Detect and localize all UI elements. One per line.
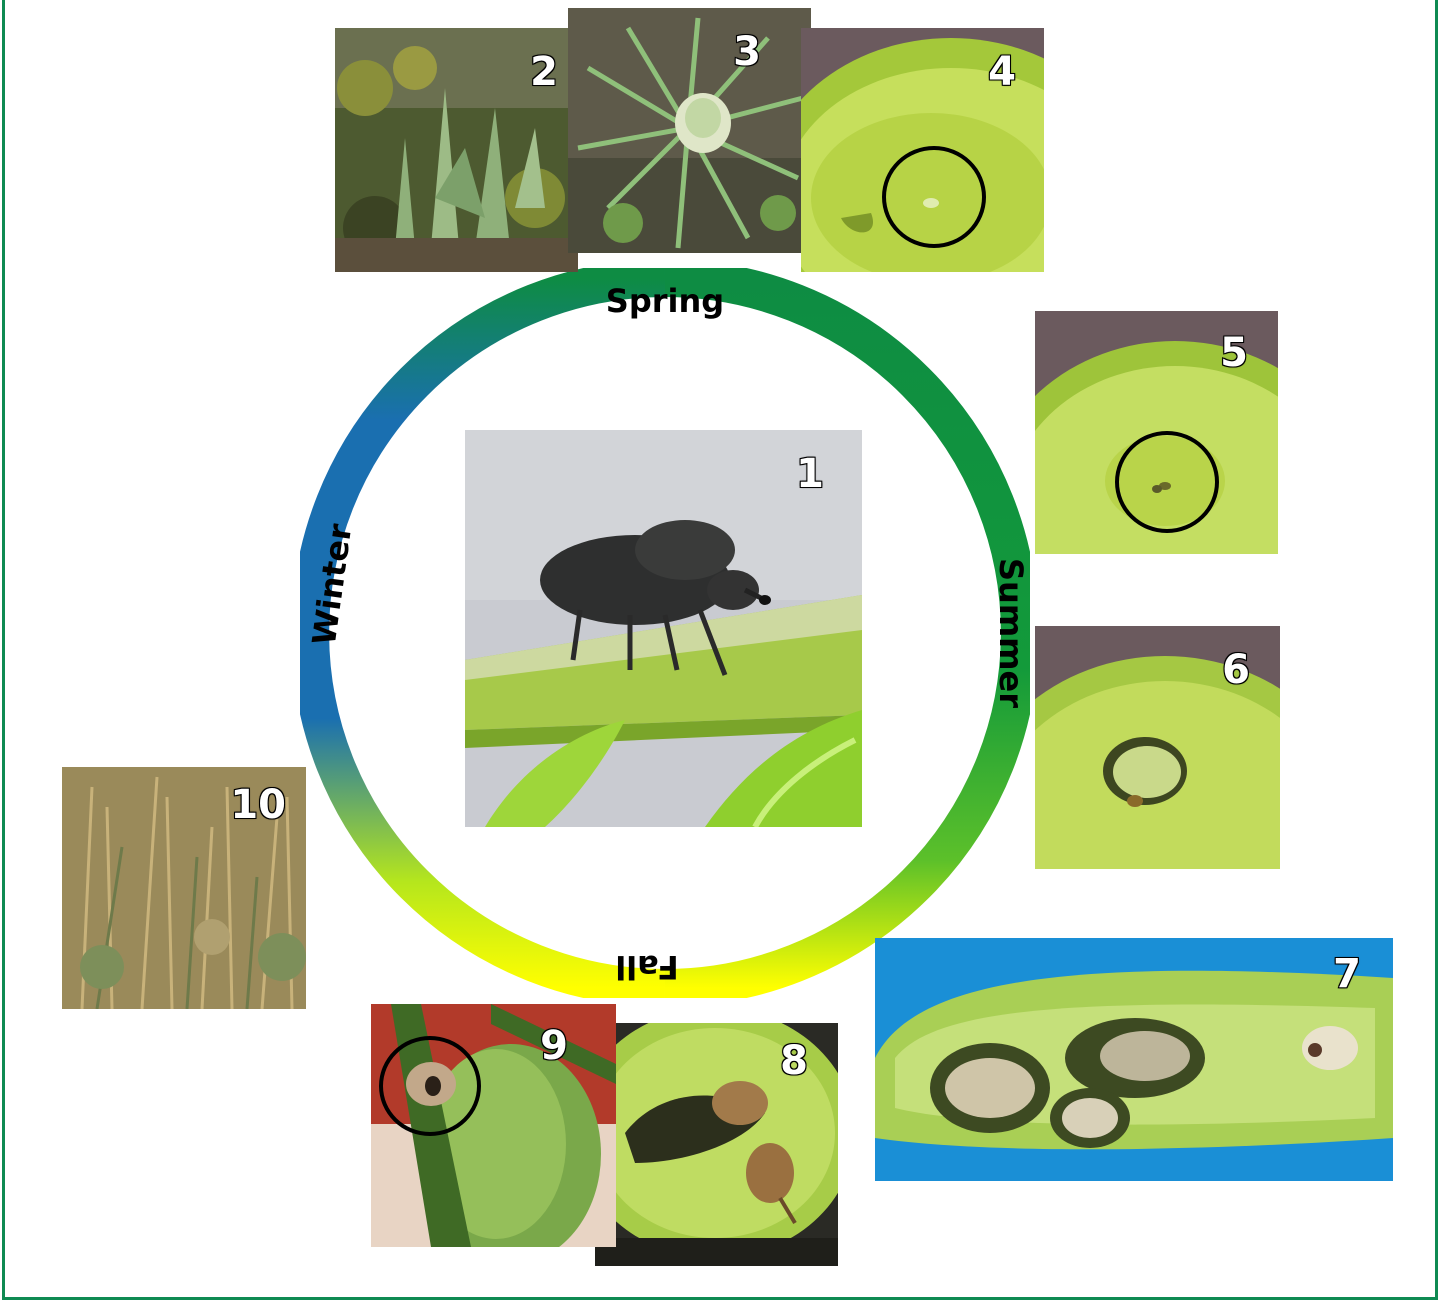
photo-weevil-adult: 1 <box>465 430 862 827</box>
photo-larvae-and-pupae: 7 <box>875 938 1393 1181</box>
photo-exit-hole: 9 <box>371 1004 616 1247</box>
panel-number-6: 6 <box>1222 650 1250 690</box>
photo-larva-in-stem: 6 <box>1035 626 1280 869</box>
photo-plant-bud: 3 <box>568 8 811 253</box>
highlight-circle <box>1115 431 1219 533</box>
panel-number-8: 8 <box>780 1041 808 1081</box>
panel-number-5: 5 <box>1220 333 1248 373</box>
season-label-spring: Spring <box>606 282 724 320</box>
panel-number-10: 10 <box>230 785 286 825</box>
photo-egg-closeup: 5 <box>1035 311 1278 554</box>
panel-number-2: 2 <box>530 52 558 92</box>
photo-egg-in-stem: 4 <box>801 28 1044 272</box>
highlight-circle <box>379 1036 481 1136</box>
highlight-circle <box>882 146 986 248</box>
panel-number-1: 1 <box>796 454 824 494</box>
panel-number-9: 9 <box>540 1026 568 1066</box>
season-label-fall: Fall <box>615 948 679 986</box>
panel-number-4: 4 <box>988 52 1016 92</box>
photo-adult-weevils-emerging: 8 <box>595 1023 838 1266</box>
panel-number-7: 7 <box>1333 954 1361 994</box>
season-label-summer: Summer <box>992 558 1030 708</box>
photo-host-plant-rosettes: 2 <box>335 28 578 272</box>
photo-senesced-plants: 10 <box>62 767 306 1009</box>
panel-number-3: 3 <box>733 32 761 72</box>
